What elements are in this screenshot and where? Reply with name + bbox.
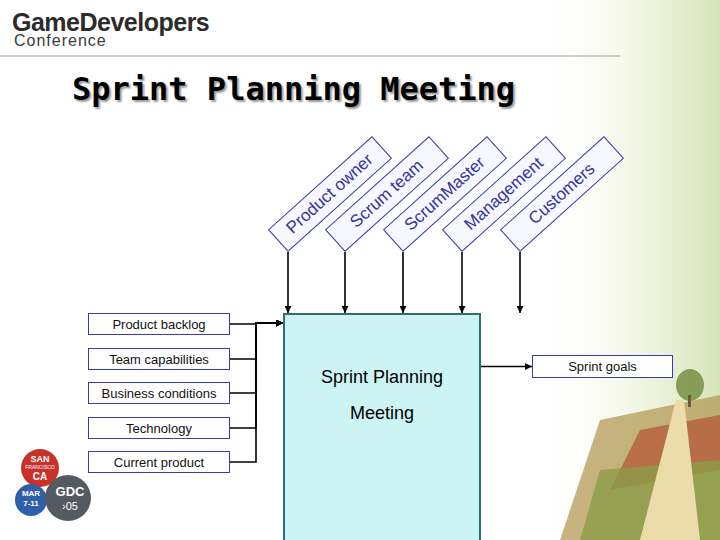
input-box: Current product xyxy=(88,451,230,473)
logo-circle xyxy=(15,484,47,516)
connector-arrow xyxy=(344,252,346,313)
badge-text: ›05 xyxy=(62,500,78,512)
slide-title: Sprint Planning Meeting xyxy=(72,70,515,108)
side-gradient xyxy=(540,0,720,540)
connector-arrow xyxy=(481,366,532,368)
connector-arrow xyxy=(519,252,521,313)
node-text: Technology xyxy=(126,421,192,436)
badge-text: FRANCISCO xyxy=(25,464,54,470)
input-box: Team capabilities xyxy=(88,348,230,370)
meeting-box: Sprint Planning Meeting xyxy=(283,313,481,540)
logo-circle xyxy=(45,475,91,521)
node-text: Current product xyxy=(114,455,204,470)
connector-arrow xyxy=(402,252,404,313)
input-box: Technology xyxy=(88,417,230,439)
output-box: Sprint goals xyxy=(532,355,673,378)
connector-arrow xyxy=(230,323,283,462)
tree-trunk xyxy=(688,395,691,407)
node-text: Business conditions xyxy=(102,386,217,401)
node-text: Product backlog xyxy=(112,317,205,332)
node-text: Sprint Planning Meeting xyxy=(307,359,457,431)
road xyxy=(640,400,700,540)
header-rule xyxy=(0,55,620,57)
input-box: Product backlog xyxy=(88,313,230,335)
badge-text: SAN xyxy=(30,454,49,464)
badge-text: 7-11 xyxy=(23,499,39,508)
logo-text: Conference xyxy=(14,32,107,50)
node-text: Sprint goals xyxy=(568,359,637,374)
field xyxy=(560,395,720,540)
badge-text: CA xyxy=(33,471,47,482)
connector-arrow xyxy=(287,252,289,313)
badge-text: MAR xyxy=(22,489,40,498)
input-box: Business conditions xyxy=(88,382,230,404)
badge-text: GDC xyxy=(56,484,85,499)
node-text: Team capabilities xyxy=(109,352,209,367)
connector-arrow xyxy=(461,252,463,313)
